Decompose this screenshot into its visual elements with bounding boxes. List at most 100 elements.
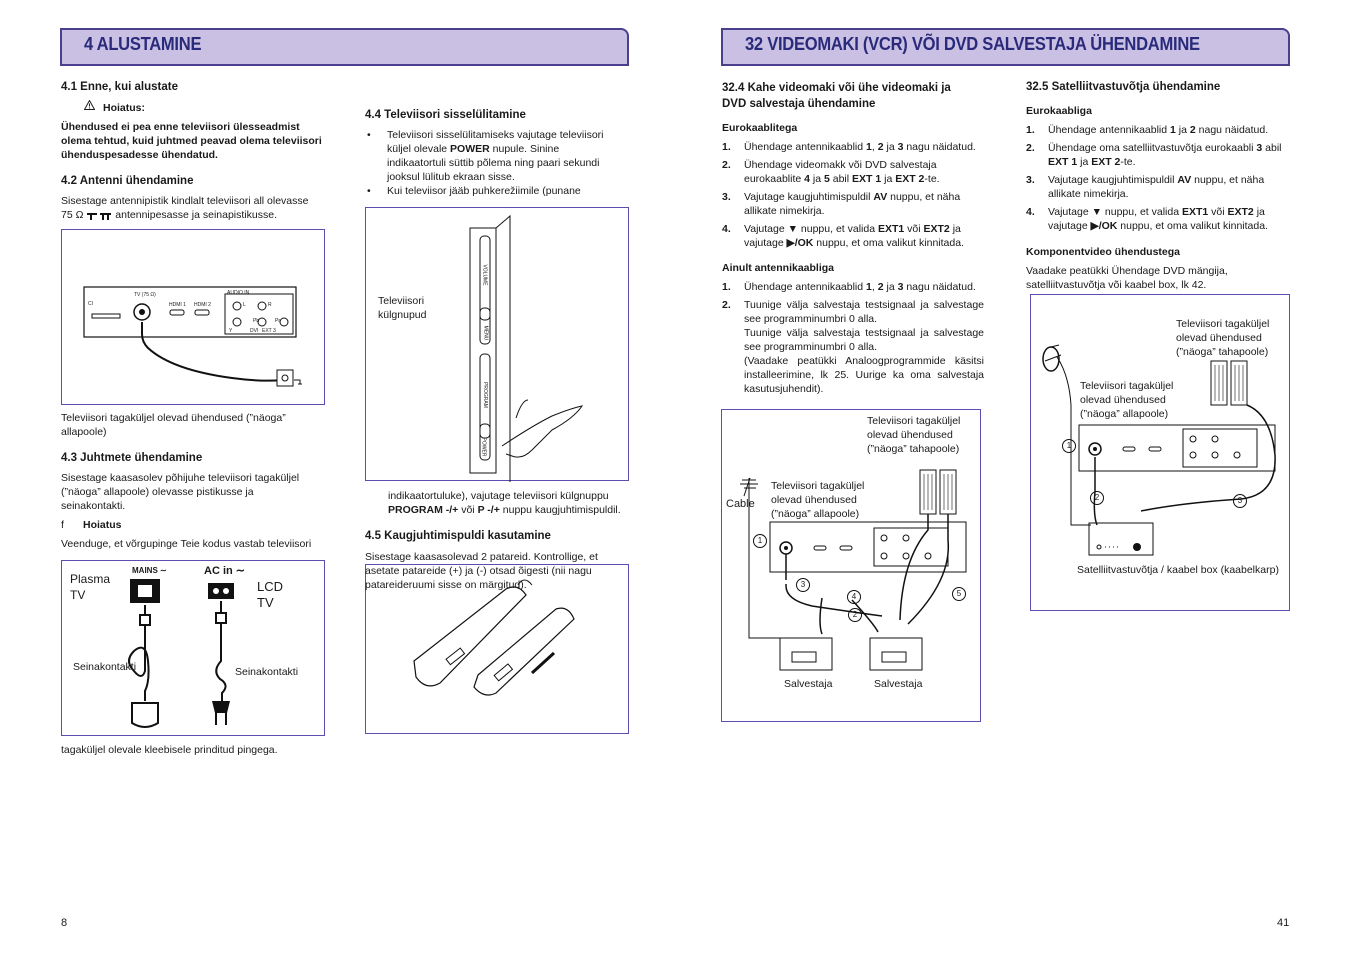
step-number: 2.	[1026, 142, 1035, 154]
sat-step-4: 4.Vajutage ▼ nuppu, et valida EXT1 või E…	[1026, 205, 1288, 233]
euro-step-2: 2. Ühendage videomakk või DVD salvestaja …	[722, 158, 984, 186]
diag-audio-in: AUDIO IN	[227, 290, 250, 296]
power-plug-drawing	[128, 579, 234, 728]
volume-btn-label: VOLUME	[481, 264, 488, 286]
step-number: 1.	[722, 281, 731, 293]
heading-4-4: 4.4 Televiisori sisselülitamine	[365, 109, 526, 121]
component-text: Vaadake peatükki Ühendage DVD mängija, s…	[1026, 265, 1228, 291]
diag-hdmi1: HDMI 1	[169, 302, 186, 308]
euro-step-4: 4. Vajutage ▼ nuppu, et valida EXT1 või E…	[722, 222, 984, 250]
step-text: Ühendage antennikaablid 1 ja 2 nagu näid…	[1048, 124, 1269, 136]
heading-4-5: 4.5 Kaugjuhtimispuldi kasutamine	[365, 530, 551, 542]
euro-step-3: 3. Vajutage kaugjuhtimispuldil AV nuppu, …	[722, 190, 984, 218]
step-number: 2.	[722, 159, 731, 171]
diag-tv75: TV (75 Ω)	[134, 292, 156, 298]
step-text: Ühendage oma satelliitvastuvõtja eurokaa…	[1048, 142, 1282, 168]
switch-on-bullet-2: •Kui televiisor jääb puhkerežiimile (pun…	[367, 185, 581, 197]
remote-batteries-drawing	[413, 579, 575, 696]
power-diagram: Plasma TV MAINS ∼ AC in ∼ LCD TV Seinako…	[61, 560, 325, 736]
diag-pb: Pb	[253, 318, 260, 324]
antenna-text-a: Sisestage antennipistik kindlalt televii…	[61, 195, 309, 207]
warning-text: Ühendused ei pea enne televiisori ülesse…	[61, 121, 322, 161]
switch-on-continued: indikaatortuluke), vajutage televiisori …	[388, 490, 621, 516]
power-after-text: tagaküljel olevale kleebisele prinditud …	[61, 744, 278, 756]
rec-bottom-label: Televiisori tagaküljel olevad ühendused …	[771, 480, 865, 520]
side-buttons-drawing	[469, 214, 584, 482]
antenna-caption: Televiisori tagaküljel olevad ühendused …	[61, 412, 286, 438]
right-chapter-banner: 32 VIDEOMAKI (VCR) VÕI DVD SALVESTAJA ÜH…	[721, 28, 1290, 66]
cables-marker: f	[61, 519, 64, 531]
step-text: Vajutage ▼ nuppu, et valida EXT1 või EXT…	[744, 223, 964, 249]
satellite-diagram: Televiisori tagaküljel olevad ühendused …	[1030, 294, 1290, 611]
recorders-drawing	[740, 469, 967, 671]
step-number: 4.	[1026, 206, 1035, 218]
heading-4-1: 4.1 Enne, kui alustate	[61, 81, 178, 93]
antenna-step-1: 1. Ühendage antennikaablid 1, 2 ja 3 nagu…	[722, 280, 984, 294]
step-number: 2.	[722, 299, 731, 311]
sat-steps: 1.Ühendage antennikaablid 1 ja 2 nagu nä…	[1026, 123, 1288, 237]
left-page-number: 8	[61, 917, 68, 929]
heading-32-5: 32.5 Satelliitvastuvõtja ühendamine	[1026, 81, 1221, 93]
program-btn-label: PROGRAM	[481, 382, 488, 408]
diag-pr: Pr	[275, 318, 280, 324]
step-text: Ühendage videomakk või DVD salvestaja eu…	[744, 159, 940, 185]
side-buttons-label: Televiisori külgnupud	[378, 295, 427, 321]
callout-1: 1	[753, 534, 767, 548]
sat-callout-3: 3	[1233, 494, 1247, 508]
antenna-only-sub: Ainult antennikaabliga	[722, 262, 835, 274]
power-btn-label: POWER	[480, 437, 487, 457]
remote-text: Sisestage kaasasolevad 2 patareid. Kontr…	[365, 551, 598, 591]
component-sub: Komponentvideo ühendustega	[1026, 246, 1181, 258]
antenna-diagram: CI TV (75 Ω) HDMI 1 HDMI 2 AUDIO IN L R …	[61, 229, 325, 405]
step-text: Ühendage antennikaablid 1, 2 ja 3 nagu n…	[744, 141, 976, 153]
warning-icon	[83, 99, 96, 114]
rec-top-label: Televiisori tagaküljel olevad ühendused …	[867, 415, 961, 455]
acin-label: AC in ∼	[204, 565, 245, 577]
callout-2: 2	[848, 608, 862, 622]
sat-top-label: Televiisori tagaküljel olevad ühendused …	[1176, 318, 1270, 358]
menu-btn-label: MENU	[482, 325, 489, 341]
sat-step-2: 2. Ühendage oma satelliitvastuvõtja eurok…	[1026, 141, 1288, 169]
cables-text: Sisestage kaasasolev põhijuhe televiisor…	[61, 472, 300, 512]
diag-ci: CI	[88, 301, 93, 307]
diag-r: R	[268, 302, 272, 308]
recorder-label-1: Salvestaja	[784, 678, 833, 690]
heading-32-4: 32.4 Kahe videomaki või ühe videomaki ja…	[722, 82, 951, 110]
left-chapter-title: 4 ALUSTAMINE	[84, 34, 202, 54]
euro-cable-steps: 1.Ühendage antennikaablid 1, 2 ja 3 nagu…	[722, 140, 984, 254]
sat-callout-2: 2	[1090, 491, 1104, 505]
diag-ext3: EXT 3	[262, 328, 276, 334]
tv-back-panel-drawing	[83, 286, 302, 387]
switch-on-list: •Televiisori sisselülitamiseks vajutage …	[365, 128, 620, 198]
diag-hdmi2: HDMI 2	[194, 302, 211, 308]
left-chapter-banner: 4 ALUSTAMINE	[60, 28, 629, 66]
mains-label: MAINS ∼	[132, 566, 167, 575]
antenna-step-2: 2. Tuunige välja salvestaja testsignaal j…	[722, 298, 984, 396]
lcd-label: LCD TV	[257, 579, 284, 610]
callout-4: 4	[847, 590, 861, 604]
euro-step-1: 1.Ühendage antennikaablid 1, 2 ja 3 nagu…	[722, 140, 984, 154]
step-number: 4.	[722, 223, 731, 235]
step-text: Vajutage kaugjuhtimispuldil AV nuppu, et…	[744, 191, 961, 217]
step-text: Vajutage kaugjuhtimispuldil AV nuppu, et…	[1048, 174, 1265, 200]
heading-4-2: 4.2 Antenni ühendamine	[61, 175, 194, 187]
step-text: Tuunige välja salvestaja testsignaal ja …	[744, 299, 984, 395]
antenna-socket-icon	[86, 211, 112, 221]
recorder-label-2: Salvestaja	[874, 678, 923, 690]
switch-on-bullet-1: •Televiisori sisselülitamiseks vajutage …	[367, 129, 604, 183]
antenna-only-steps: 1. Ühendage antennikaablid 1, 2 ja 3 nagu…	[722, 280, 984, 400]
antenna-text-b: 75 Ω antennipesasse ja seinapistikusse.	[61, 209, 277, 221]
recorders-diagram: Televiisori tagaküljel olevad ühendused …	[721, 409, 981, 722]
callout-5: 5	[952, 587, 966, 601]
step-text: Ühendage antennikaablid 1, 2 ja 3 nagu n…	[744, 281, 976, 293]
right-chapter-title: 32 VIDEOMAKI (VCR) VÕI DVD SALVESTAJA ÜH…	[745, 34, 1200, 54]
side-buttons-diagram: Televiisori külgnupud VOLUME MENU PROGRA…	[365, 207, 629, 482]
sat-callout-1: 1	[1062, 439, 1076, 453]
sat-bottom-label: Televiisori tagaküljel olevad ühendused …	[1080, 380, 1174, 420]
sat-box-label: Satelliitvastuvõtja / kaabel box (kaabel…	[1077, 564, 1279, 576]
satellite-drawing	[1042, 344, 1276, 556]
step-number: 3.	[722, 191, 731, 203]
wall-label-1: Seinakontakti	[73, 661, 137, 673]
heading-4-3: 4.3 Juhtmete ühendamine	[61, 452, 203, 464]
cables-warning-label: Hoiatus	[83, 519, 122, 531]
